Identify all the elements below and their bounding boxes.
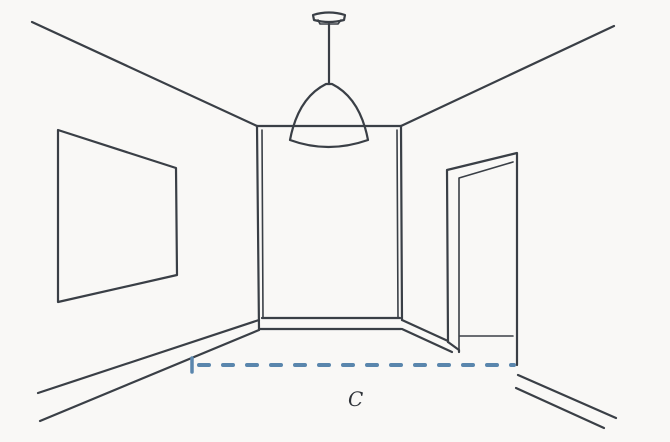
ceiling-lines (30, 20, 616, 128)
back-wall-right-edge (399, 124, 404, 322)
measurement-c: C (190, 356, 516, 411)
right-floor-edge-front (514, 386, 606, 430)
door-frame-outer (445, 151, 519, 367)
measurement-label: C (348, 387, 363, 411)
back-wall (255, 124, 404, 332)
lamp-canopy-top (311, 11, 347, 24)
ceiling-left-edge (30, 20, 259, 128)
left-baseboard-top (36, 318, 261, 395)
left-floor-edge (38, 328, 261, 423)
back-wall-left-edge (255, 124, 261, 332)
right-baseboard-top-front (516, 373, 618, 420)
picture-frame-outline (56, 128, 179, 304)
ceiling-right-edge (399, 24, 616, 128)
right-floor-edge (400, 327, 454, 354)
back-wall-right-edge-inner (396, 129, 399, 319)
back-wall-left-edge-inner (261, 129, 264, 319)
right-baseboard-top (400, 318, 450, 343)
right-floor-line (400, 318, 618, 430)
door-frame-inner (458, 161, 514, 351)
wall-picture-frame (56, 128, 179, 304)
lamp-shade (288, 82, 370, 149)
doorway (445, 151, 519, 367)
pendant-lamp (288, 11, 370, 149)
left-floor-line (36, 318, 261, 423)
door-floor-line (446, 340, 461, 354)
